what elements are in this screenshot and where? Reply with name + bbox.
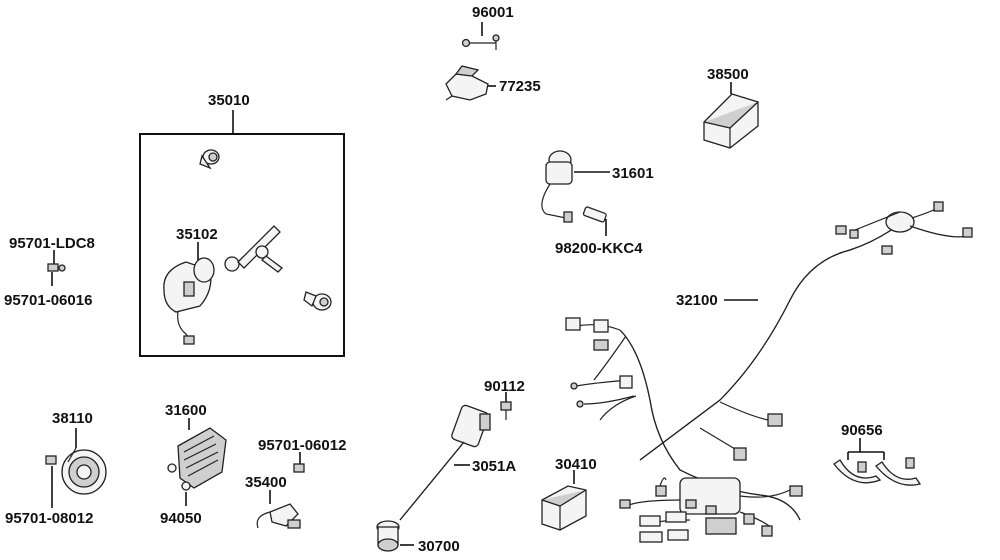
label-38110: 38110 bbox=[52, 410, 93, 427]
label-94050: 94050 bbox=[160, 510, 202, 527]
module-38500-part bbox=[703, 82, 759, 149]
label-98200-kkc4: 98200-KKC4 bbox=[555, 240, 643, 257]
bolt-95701-06012-part bbox=[293, 452, 305, 473]
label-90656: 90656 bbox=[841, 422, 883, 439]
bracket-77235-part bbox=[445, 65, 496, 101]
label-31600: 31600 bbox=[165, 402, 207, 419]
wire-harness-32100-part bbox=[565, 201, 973, 543]
module-30410-part bbox=[541, 470, 587, 531]
label-35102: 35102 bbox=[176, 226, 218, 243]
bolt-95701-08012-part bbox=[45, 455, 57, 508]
label-32100: 32100 bbox=[676, 292, 718, 309]
label-31601: 31601 bbox=[612, 165, 654, 182]
label-96001: 96001 bbox=[472, 4, 514, 21]
label-3051a: 3051A bbox=[472, 458, 516, 475]
label-90112: 90112 bbox=[484, 378, 525, 395]
switch-31601-part bbox=[541, 150, 610, 223]
clamps-90656-part bbox=[833, 438, 922, 486]
bolt-90112-part bbox=[500, 392, 512, 420]
label-30700: 30700 bbox=[418, 538, 460, 555]
key-set-35010-box bbox=[139, 110, 345, 357]
label-95701-08012: 95701-08012 bbox=[5, 510, 93, 527]
label-35400: 35400 bbox=[245, 474, 287, 491]
ignition-switch-35102-part bbox=[163, 242, 215, 345]
keys-part bbox=[224, 225, 283, 273]
regulator-31600-part bbox=[167, 418, 227, 506]
label-95701-ldc8: 95701-LDC8 bbox=[9, 235, 95, 252]
label-35010: 35010 bbox=[208, 92, 250, 109]
horn-38110-part bbox=[61, 428, 107, 495]
label-95701-06012: 95701-06012 bbox=[258, 437, 346, 454]
switch-35400-part bbox=[256, 490, 301, 529]
sensor-30700-part bbox=[376, 520, 414, 552]
fuse-98200-part bbox=[582, 206, 607, 236]
label-77235: 77235 bbox=[499, 78, 541, 95]
label-95701-06016: 95701-06016 bbox=[4, 292, 92, 309]
speedometer-cable-3051a-part bbox=[399, 404, 491, 521]
bolt-95701-ldc8-part bbox=[47, 250, 66, 286]
lock-cylinder-seat-part bbox=[303, 291, 332, 311]
bolt-96001-part bbox=[461, 22, 500, 50]
label-30410: 30410 bbox=[555, 456, 597, 473]
lock-cylinder-small-part bbox=[199, 149, 220, 170]
label-38500: 38500 bbox=[707, 66, 749, 83]
